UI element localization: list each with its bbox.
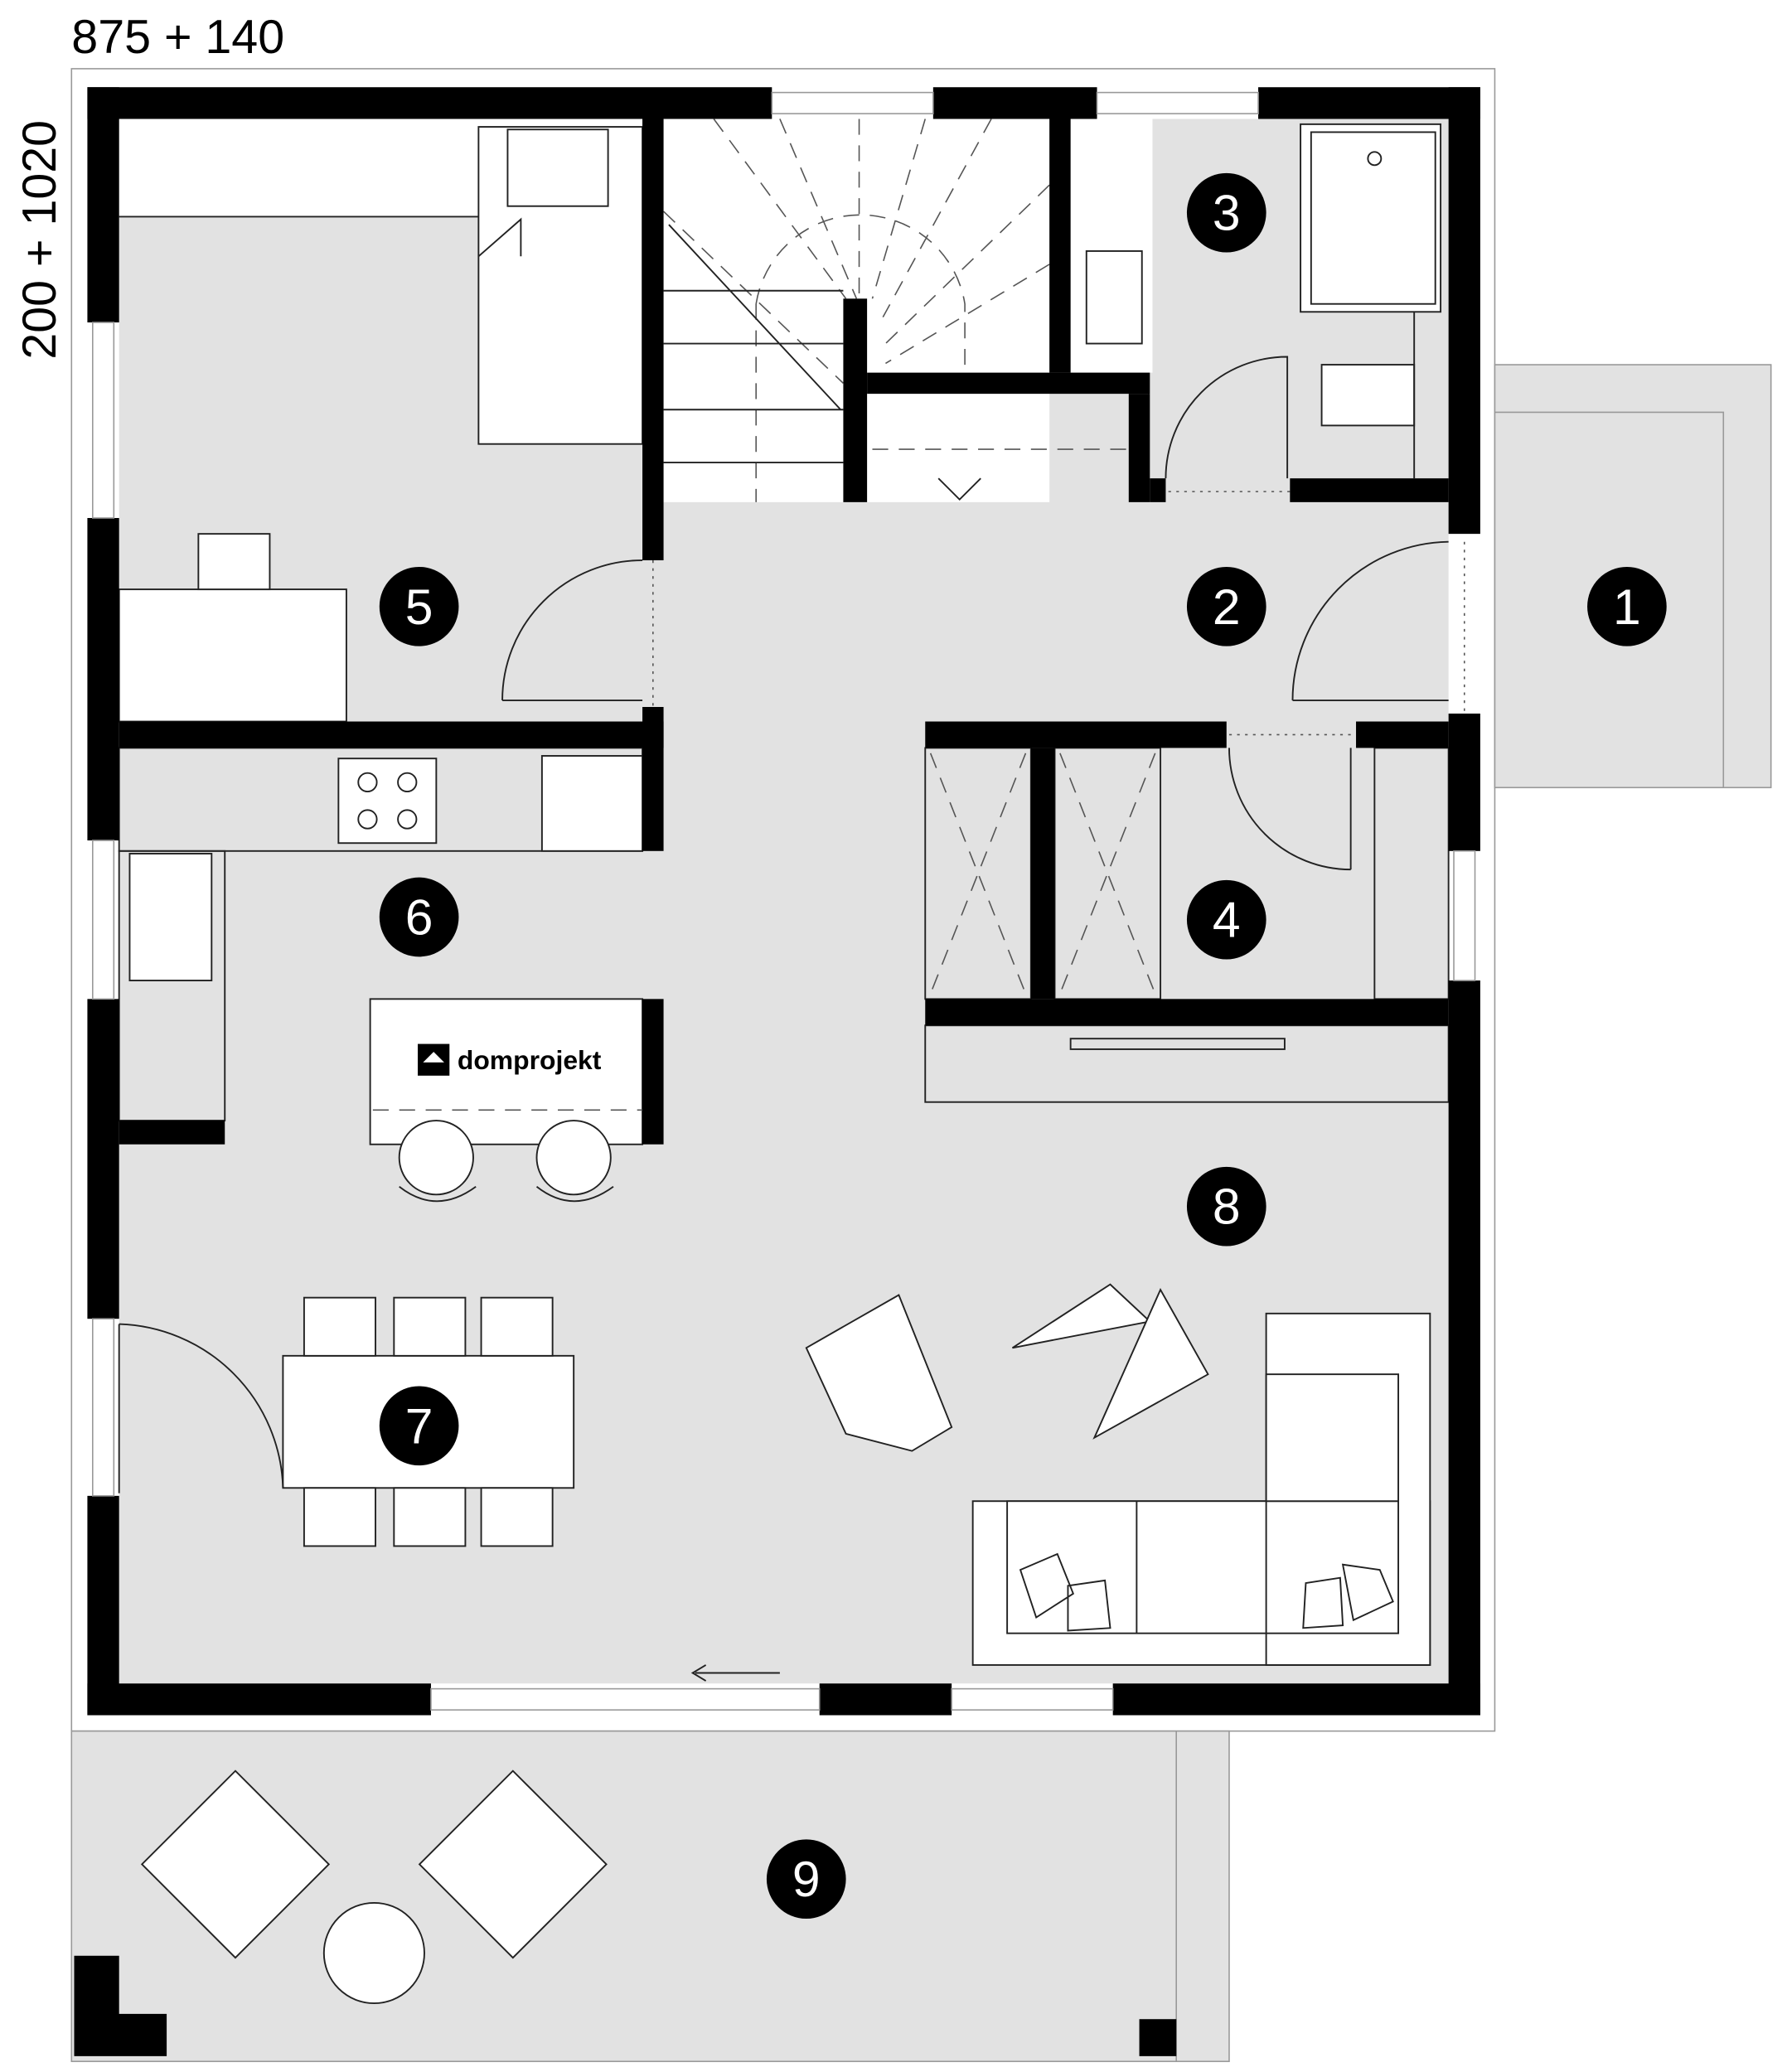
coffee-table	[1092, 1287, 1209, 1440]
pillow	[506, 128, 609, 207]
svg-text:2: 2	[1213, 579, 1241, 635]
coffee-table	[1011, 1283, 1152, 1349]
cooktop	[337, 758, 438, 845]
kitchen-island	[369, 998, 644, 1145]
terrace-column	[74, 1955, 167, 2056]
room-marker-5: 5	[379, 566, 459, 646]
room-marker-8: 8	[1186, 1166, 1266, 1247]
bar-stool	[398, 1120, 474, 1196]
lounge-chair	[418, 1769, 608, 1959]
room-marker-7: 7	[379, 1386, 459, 1466]
svg-text:5: 5	[405, 579, 433, 635]
windows	[92, 91, 1476, 1711]
desk	[118, 588, 347, 723]
svg-text:7: 7	[405, 1397, 433, 1454]
svg-text:9: 9	[792, 1851, 821, 1907]
side-table	[322, 1901, 425, 2005]
sink	[128, 853, 213, 981]
svg-text:4: 4	[1213, 892, 1241, 948]
width-dimension: 875 + 140	[71, 11, 284, 64]
svg-text:1: 1	[1613, 579, 1641, 635]
porch-step	[1494, 411, 1725, 788]
fridge	[540, 755, 644, 852]
walls	[87, 87, 1480, 1716]
svg-text:6: 6	[405, 889, 433, 946]
lounge-chair	[140, 1769, 331, 1959]
room-marker-6: 6	[379, 877, 459, 957]
svg-text:3: 3	[1213, 185, 1241, 241]
armchair	[805, 1294, 953, 1452]
bar-stool	[535, 1120, 612, 1196]
toilet	[1320, 364, 1416, 427]
room-marker-2: 2	[1186, 566, 1266, 646]
height-dimension: 200 + 1020	[13, 120, 66, 360]
room-marker-1: 1	[1587, 566, 1667, 646]
svg-text:8: 8	[1213, 1179, 1241, 1235]
desk-chair	[197, 533, 271, 591]
tv	[1069, 1038, 1286, 1050]
room-marker-9: 9	[766, 1839, 846, 1920]
logo-text: domprojekt	[458, 1045, 602, 1075]
washbasin	[1085, 249, 1143, 345]
room-marker-4: 4	[1186, 879, 1266, 960]
logo: domprojekt	[418, 1043, 602, 1076]
terrace-column	[1139, 2019, 1177, 2056]
room-marker-3: 3	[1186, 172, 1266, 253]
